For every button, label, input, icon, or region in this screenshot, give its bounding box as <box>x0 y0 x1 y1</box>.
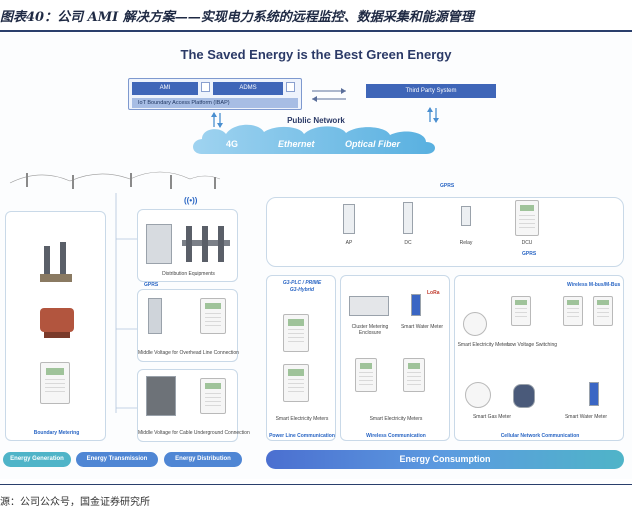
overhead-line-panel: GPRS Middle Voltage for Overhead Line Co… <box>137 282 239 362</box>
network-cloud-icon: 4G Ethernet Optical Fiber <box>193 124 435 154</box>
adms-block: ADMS <box>213 82 283 95</box>
wireless-footer-label: Wireless Communication <box>366 433 426 439</box>
cluster-enclosure-icon <box>349 296 389 316</box>
overhead-connection-label: Middle Voltage for Overhead Line Connect… <box>138 350 239 356</box>
gas-meter-icon <box>465 382 491 408</box>
boundary-meter-icon <box>40 362 70 404</box>
wireless-panel: LoRa Cluster Metering Enclosure Smart Wa… <box>340 275 450 441</box>
smart-gas-meter-icon <box>513 384 535 408</box>
cellular-meter-icon <box>593 296 613 326</box>
source-note: 源：公司公众号，国金证券研究所 <box>0 497 150 508</box>
wireless-meter-icon <box>355 358 377 392</box>
plc-meter-icon <box>283 364 309 402</box>
adms-sub-icon <box>286 82 295 92</box>
plc-title-line1: G3-PLC / PRIME <box>282 280 322 286</box>
cloud-ethernet-label: Ethernet <box>278 139 316 149</box>
distribution-equipments-label: Distribution Equipments <box>162 271 215 277</box>
dc-label: DC <box>404 240 412 246</box>
cellular-gprs-label: GPRS <box>522 251 537 257</box>
wireless-mbus-label: Wireless M-bus/M-Bus <box>567 282 621 288</box>
caption-rule <box>0 30 632 32</box>
cluster-label: Cluster Metering Enclosure <box>351 324 389 336</box>
cellular-item-label: Smart Water Meter <box>564 414 608 420</box>
segment-transmission: Energy Transmission <box>76 452 158 467</box>
dcu-label: DCU <box>521 240 533 246</box>
segment-generation: Energy Generation <box>3 452 71 467</box>
plc-footer-label: Power Line Communication <box>269 433 335 439</box>
ami-block: AMI <box>132 82 198 95</box>
plc-meters-label: Smart Electricity Meters <box>275 416 329 422</box>
water-meter-icon <box>411 294 421 316</box>
switchgear-icon <box>182 226 230 262</box>
boundary-metering-label: Boundary Metering <box>33 430 80 436</box>
wireless-meters-label: Smart Electricity Meters <box>369 416 423 422</box>
power-pole <box>214 177 216 189</box>
cloud-fiber-label: Optical Fiber <box>345 139 401 149</box>
segment-consumption: Energy Consumption <box>266 450 624 469</box>
up-down-arrows-icon <box>427 107 439 123</box>
power-pole <box>26 173 28 187</box>
cellular-item-label: Low Voltage Switching <box>506 342 558 348</box>
plc-panel: G3-PLC / PRIME G3-Hybrid Smart Electrici… <box>266 275 336 441</box>
ap-device-icon <box>343 204 355 234</box>
voltage-transformer-icon <box>40 308 74 338</box>
plc-meter-icon <box>283 314 309 352</box>
ap-label: AP <box>345 240 353 246</box>
distribution-cabinet-icon <box>146 224 172 264</box>
cable-cabinet-icon <box>146 376 176 416</box>
underground-meter-icon <box>200 378 226 414</box>
segment-distribution: Energy Distribution <box>164 452 242 467</box>
ami-solution-diagram: The Saved Energy is the Best Green Energ… <box>0 33 632 479</box>
power-pole <box>130 173 132 187</box>
cellular-footer-label: Cellular Network Communication <box>500 433 580 439</box>
distribution-equipments-panel: ((•)) Distribution Equipments <box>137 196 238 282</box>
relay-label: Relay <box>459 240 473 246</box>
cellular-item-label: Smart Electricity Meters <box>457 342 511 348</box>
power-pole <box>170 175 172 189</box>
cellular-item-label: Smart Gas Meter <box>472 414 512 420</box>
plc-title-line2: G3-Hybrid <box>289 287 315 293</box>
terminal-unit-icon <box>148 298 162 334</box>
current-transformer-icon <box>40 242 72 282</box>
bidirectional-arrows-icon <box>312 88 346 102</box>
management-system-box: AMI ADMS IoT Boundary Access Platform (I… <box>128 78 302 110</box>
dc-device-icon <box>403 202 413 234</box>
diagram-headline: The Saved Energy is the Best Green Energ… <box>180 47 452 62</box>
gprs-label: GPRS <box>144 282 159 288</box>
cellular-water-meter-icon <box>589 382 599 406</box>
wireless-signal-icon: ((•)) <box>184 196 198 205</box>
cellular-meter-icon <box>563 296 583 326</box>
round-meter-icon <box>463 312 487 336</box>
upper-devices-panel: AP DC Relay DCU <box>266 197 624 267</box>
cellular-meter-icon <box>511 296 531 326</box>
ami-sub-icon <box>201 82 210 92</box>
underground-connection-label: Middle Voltage for Cable Underground Con… <box>138 430 250 436</box>
figure-caption: 图表40：公司 AMI 解决方案——实现电力系统的远程监控、数据采集和能源管理 <box>0 10 474 25</box>
upper-gprs-label: GPRS <box>440 183 455 189</box>
public-network-label: Public Network <box>287 116 345 125</box>
cellular-panel: Wireless M-bus/M-Bus Smart Electricity M… <box>454 275 624 441</box>
power-pole <box>72 175 74 189</box>
source-rule <box>0 484 632 485</box>
overhead-meter-icon <box>200 298 226 334</box>
wireless-water-label: Smart Water Meter <box>400 324 444 330</box>
lora-badge: LoRa <box>427 290 440 296</box>
dcu-device-icon <box>515 200 539 236</box>
generation-panel: Boundary Metering <box>5 211 106 441</box>
up-down-arrows-icon <box>211 112 223 128</box>
third-party-system-block: Third Party System <box>366 84 496 98</box>
underground-cable-panel: Middle Voltage for Cable Underground Con… <box>137 369 250 442</box>
wireless-meter-icon <box>403 358 425 392</box>
relay-device-icon <box>461 206 471 226</box>
cloud-4g-label: 4G <box>226 139 238 149</box>
iot-platform-bar: IoT Boundary Access Platform (IBAP) <box>132 98 298 108</box>
